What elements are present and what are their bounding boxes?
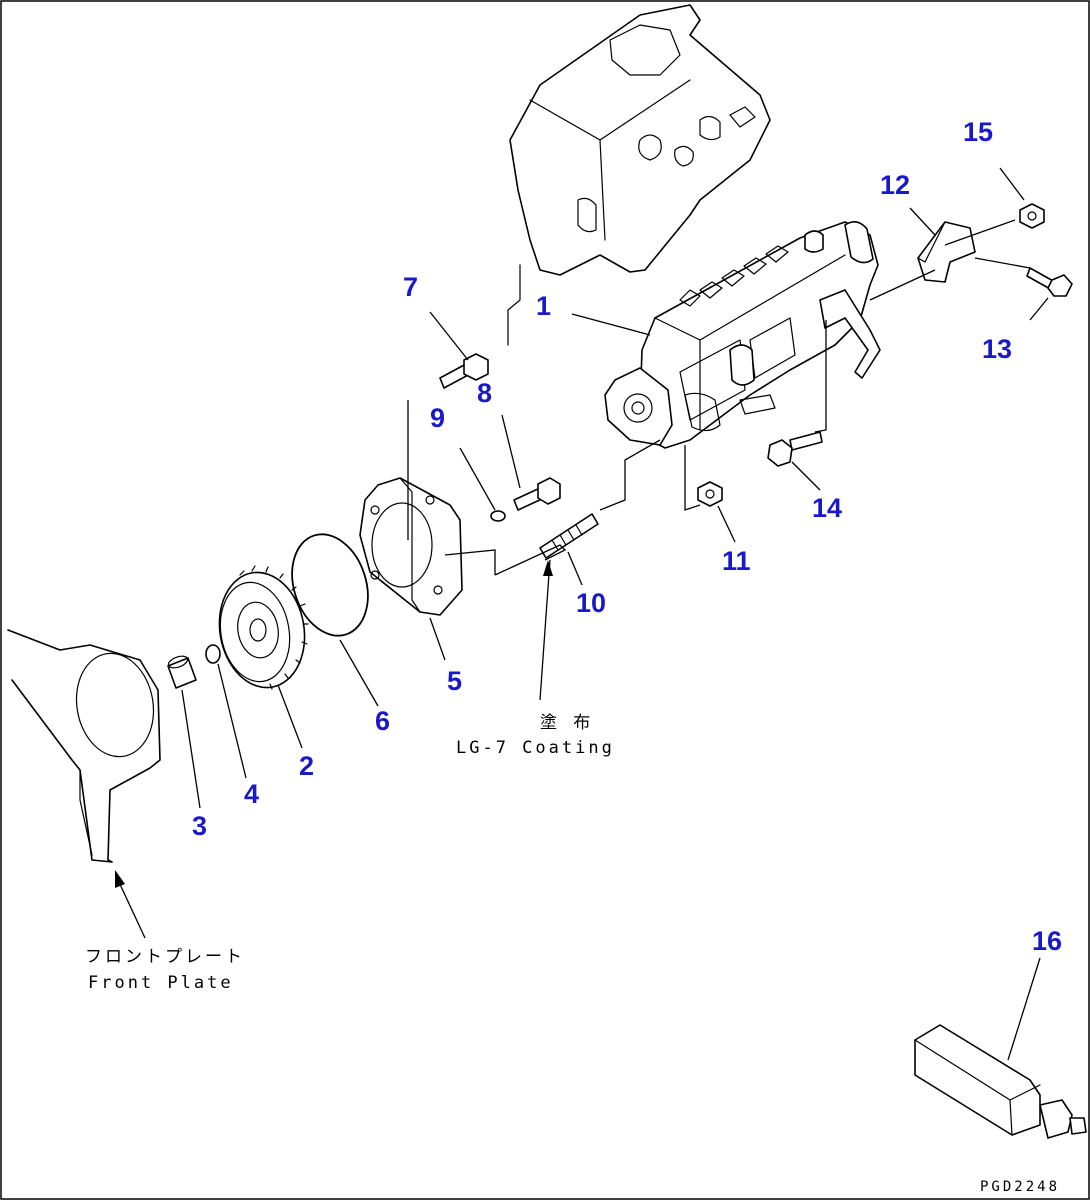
bolt-8 — [513, 477, 561, 511]
callout-5: 5 — [447, 666, 462, 696]
nut-15 — [1019, 203, 1045, 229]
callout-1: 1 — [536, 291, 551, 321]
callout-11: 11 — [722, 546, 751, 576]
callout-15: 15 — [963, 117, 993, 147]
coating-note-jp: 塗 布 — [540, 712, 593, 733]
callout-14: 14 — [812, 493, 842, 523]
coating-note-en: LG-7 Coating — [456, 738, 615, 758]
callout-16: 16 — [1032, 926, 1062, 956]
front-plate-note-jp: フロントプレート — [85, 947, 245, 967]
engine-block — [507, 4, 771, 346]
callout-6: 6 — [375, 706, 390, 736]
drive-gear — [218, 565, 309, 690]
collar-3 — [167, 655, 197, 689]
nut-15-hole — [1027, 211, 1037, 221]
front-plate — [7, 629, 161, 863]
callout-13: 13 — [982, 334, 1012, 364]
callout-2: 2 — [299, 751, 314, 781]
bolt-13 — [1026, 267, 1073, 297]
washer-4 — [205, 644, 221, 664]
nut-11-hole — [705, 489, 715, 499]
callout-labels: 1 2 3 4 5 6 7 8 9 10 11 12 13 14 15 16 — [192, 117, 1062, 956]
callout-3: 3 — [192, 811, 207, 841]
drawing-code: PGD2248 — [980, 1179, 1060, 1195]
special-tool — [914, 1024, 1087, 1139]
callout-9: 9 — [430, 403, 445, 433]
o-ring — [291, 533, 369, 637]
fuel-injection-pump — [604, 221, 881, 449]
callout-8: 8 — [477, 378, 492, 408]
leader-lines — [117, 167, 1049, 1061]
washer-9 — [490, 510, 506, 522]
bolt-14 — [767, 431, 823, 467]
bolt-7 — [439, 353, 489, 389]
stay-bracket — [917, 221, 976, 283]
stud-10 — [539, 513, 599, 559]
coating-arrow — [543, 560, 553, 576]
callout-10: 10 — [576, 588, 606, 618]
front-plate-note-en: Front Plate — [88, 973, 234, 993]
front-plate-arrow — [115, 870, 125, 888]
nut-11 — [697, 481, 723, 507]
callout-7: 7 — [403, 272, 418, 302]
pump-bracket — [359, 477, 463, 616]
callout-4: 4 — [244, 779, 259, 809]
callout-12: 12 — [880, 170, 910, 200]
